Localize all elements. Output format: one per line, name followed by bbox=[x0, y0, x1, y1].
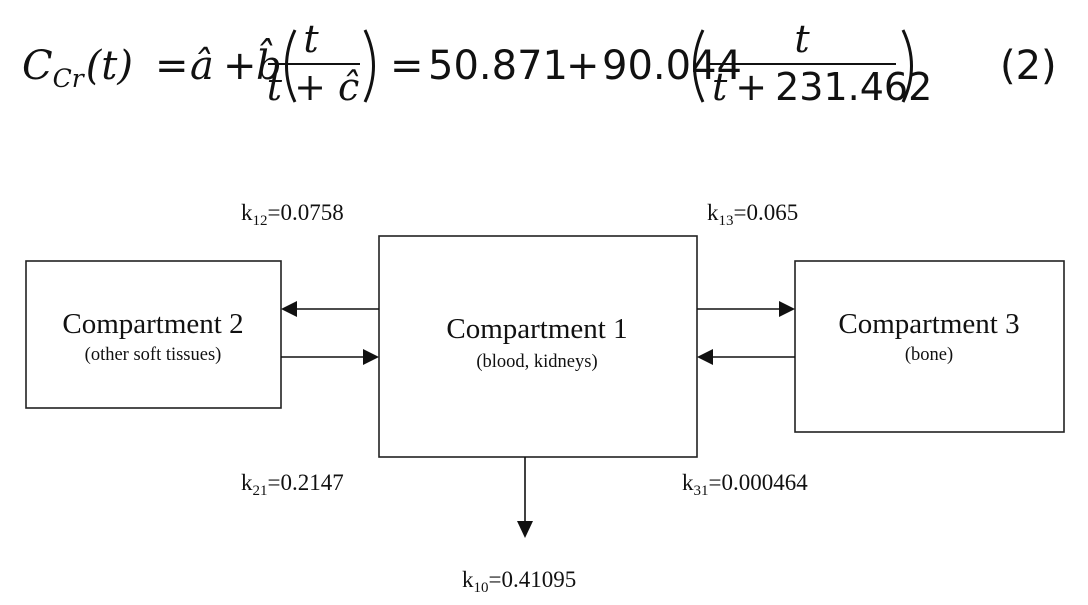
rate-k12-label: k12=0.0758 bbox=[241, 200, 344, 229]
eq-frac1-den: t + ĉ bbox=[267, 65, 360, 109]
left-paren-2 bbox=[693, 29, 705, 103]
arrow-k13 bbox=[697, 301, 795, 317]
compartment-3-box bbox=[794, 260, 1065, 433]
arrow-k31 bbox=[697, 349, 795, 365]
compartment-2-subtitle: (other soft tissues) bbox=[85, 345, 222, 365]
eq-equals-1: = bbox=[155, 43, 189, 89]
eq-b-value: 90.044 bbox=[602, 43, 742, 89]
compartment-2-box bbox=[25, 260, 282, 409]
eq-equals-2: = bbox=[390, 43, 424, 89]
rate-k31-label: k31=0.000464 bbox=[682, 470, 808, 499]
compartment-1: Compartment 1 (blood, kidneys) bbox=[378, 235, 698, 458]
eq-frac2-den: t+231.462 bbox=[712, 65, 932, 109]
compartment-2-title: Compartment 2 bbox=[62, 308, 243, 340]
arrow-k12 bbox=[281, 301, 379, 317]
compartment-2: Compartment 2 (other soft tissues) bbox=[25, 260, 282, 409]
compartment-1-subtitle: (blood, kidneys) bbox=[476, 352, 597, 372]
eq-plus-1: + bbox=[223, 43, 257, 89]
compartment-3-title: Compartment 3 bbox=[838, 308, 1019, 340]
eq-lhs: CCr(t) bbox=[22, 43, 133, 93]
equation-number: (2) bbox=[1000, 43, 1057, 89]
eq-frac1-num: t bbox=[303, 17, 319, 61]
rate-k21-label: k21=0.2147 bbox=[241, 470, 344, 499]
eq-plus-2: + bbox=[566, 43, 600, 89]
arrow-k21 bbox=[281, 349, 379, 365]
eq-frac2-num: t bbox=[794, 17, 810, 61]
right-paren-2 bbox=[901, 29, 913, 103]
left-paren-1 bbox=[285, 29, 297, 103]
eq-a-value: 50.871 bbox=[428, 43, 568, 89]
rate-k13-label: k13=0.065 bbox=[707, 200, 798, 229]
compartment-3: Compartment 3 (bone) bbox=[794, 260, 1065, 433]
eq-a-hat: â bbox=[190, 43, 214, 89]
compartment-1-box bbox=[378, 235, 698, 458]
arrow-k10 bbox=[517, 457, 533, 538]
equation-2: CCr(t) = â + b̂ t t + ĉ = 50.871 + 90.04… bbox=[22, 17, 1057, 109]
rate-k10-label: k10=0.41095 bbox=[462, 567, 576, 596]
compartment-1-title: Compartment 1 bbox=[446, 313, 627, 345]
compartment-3-subtitle: (bone) bbox=[905, 345, 953, 365]
right-paren-1 bbox=[363, 29, 375, 103]
